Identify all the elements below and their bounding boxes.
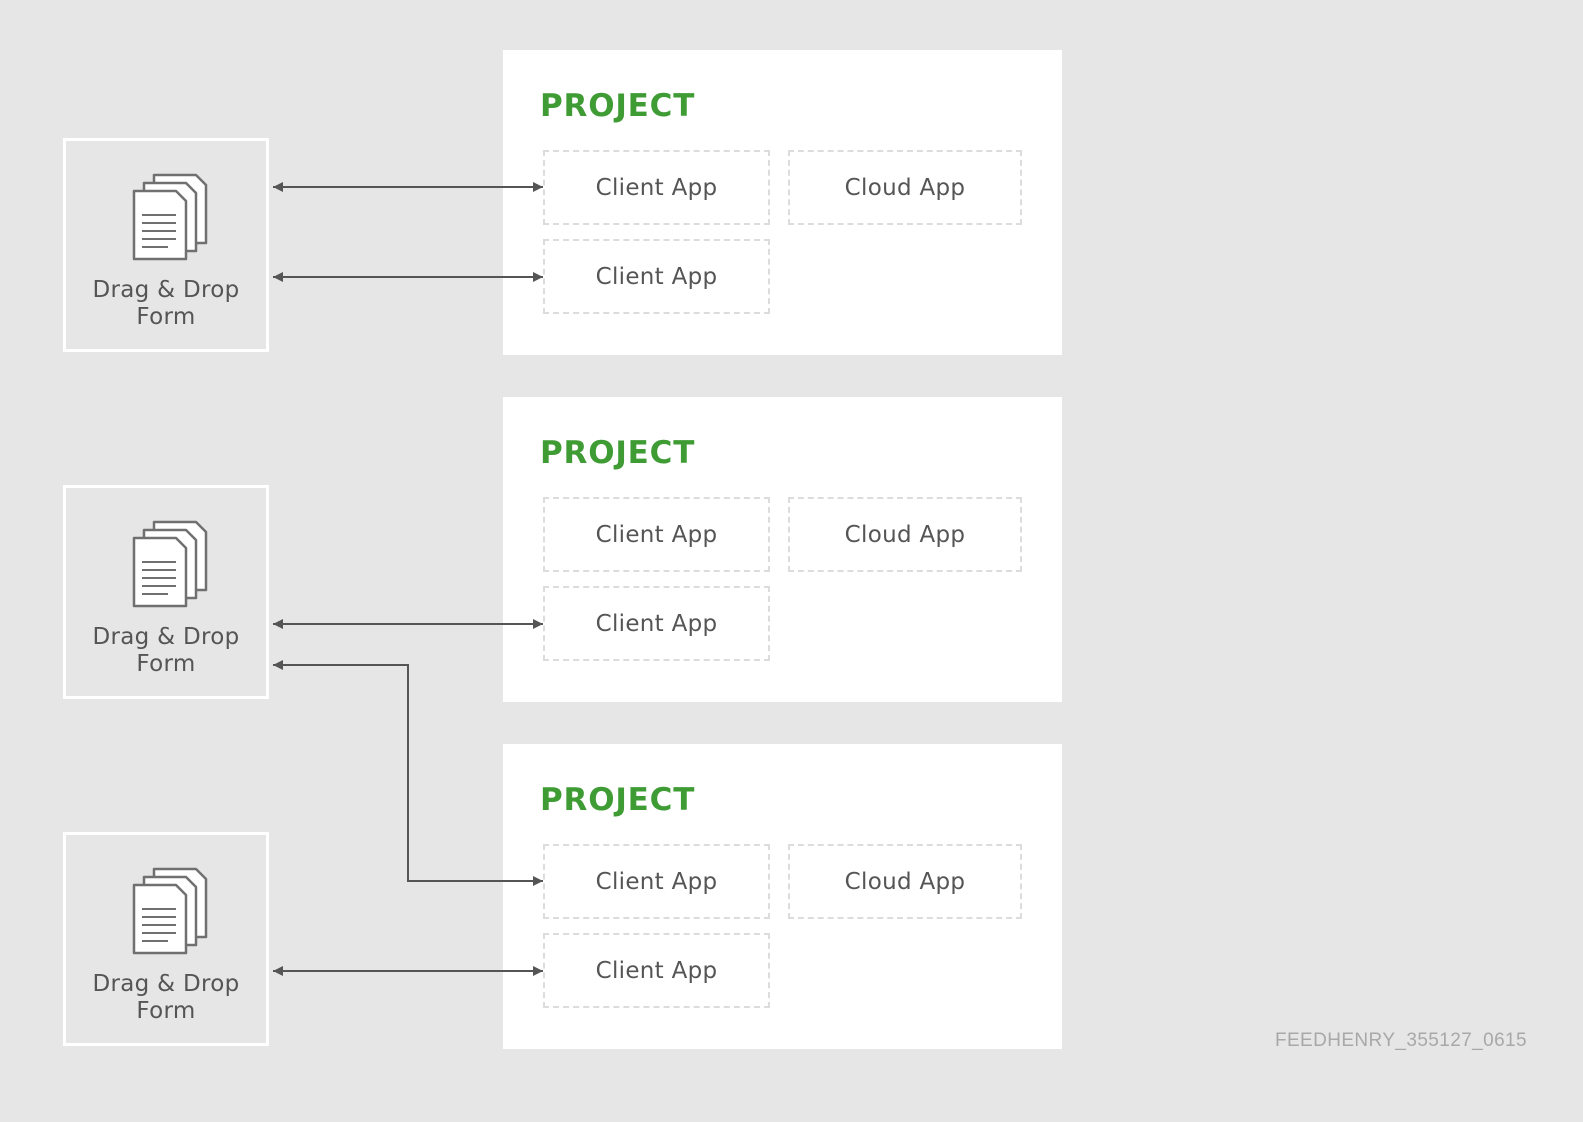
form-box[interactable]: Drag & Drop Form (63, 485, 269, 699)
form-label-line2: Form (136, 998, 196, 1024)
document-stack-icon (132, 520, 208, 608)
project-panel: PROJECT Client App Cloud App Client App (503, 744, 1062, 1049)
form-label-line1: Drag & Drop (92, 277, 240, 303)
project-title: PROJECT (540, 88, 696, 124)
document-stack-icon (132, 173, 208, 261)
form-label-line2: Form (136, 651, 196, 677)
project-title: PROJECT (540, 435, 696, 471)
figure-id: FEEDHENRY_355127_0615 (1274, 1030, 1527, 1051)
client-app-box[interactable]: Client App (543, 844, 770, 919)
form-label-line1: Drag & Drop (92, 624, 240, 650)
form-label-line1: Drag & Drop (92, 971, 240, 997)
form-label: Drag & Drop Form (66, 624, 266, 678)
form-box[interactable]: Drag & Drop Form (63, 138, 269, 352)
client-app-box[interactable]: Client App (543, 239, 770, 314)
project-title: PROJECT (540, 782, 696, 818)
cloud-app-box[interactable]: Cloud App (788, 497, 1022, 572)
client-app-box[interactable]: Client App (543, 150, 770, 225)
form-label-line2: Form (136, 304, 196, 330)
project-panel: PROJECT Client App Cloud App Client App (503, 397, 1062, 702)
client-app-box[interactable]: Client App (543, 933, 770, 1008)
cloud-app-box[interactable]: Cloud App (788, 844, 1022, 919)
form-box[interactable]: Drag & Drop Form (63, 832, 269, 1046)
project-panel: PROJECT Client App Cloud App Client App (503, 50, 1062, 355)
document-stack-icon (132, 867, 208, 955)
client-app-box[interactable]: Client App (543, 497, 770, 572)
form-label: Drag & Drop Form (66, 277, 266, 331)
form-label: Drag & Drop Form (66, 971, 266, 1025)
cloud-app-box[interactable]: Cloud App (788, 150, 1022, 225)
client-app-box[interactable]: Client App (543, 586, 770, 661)
